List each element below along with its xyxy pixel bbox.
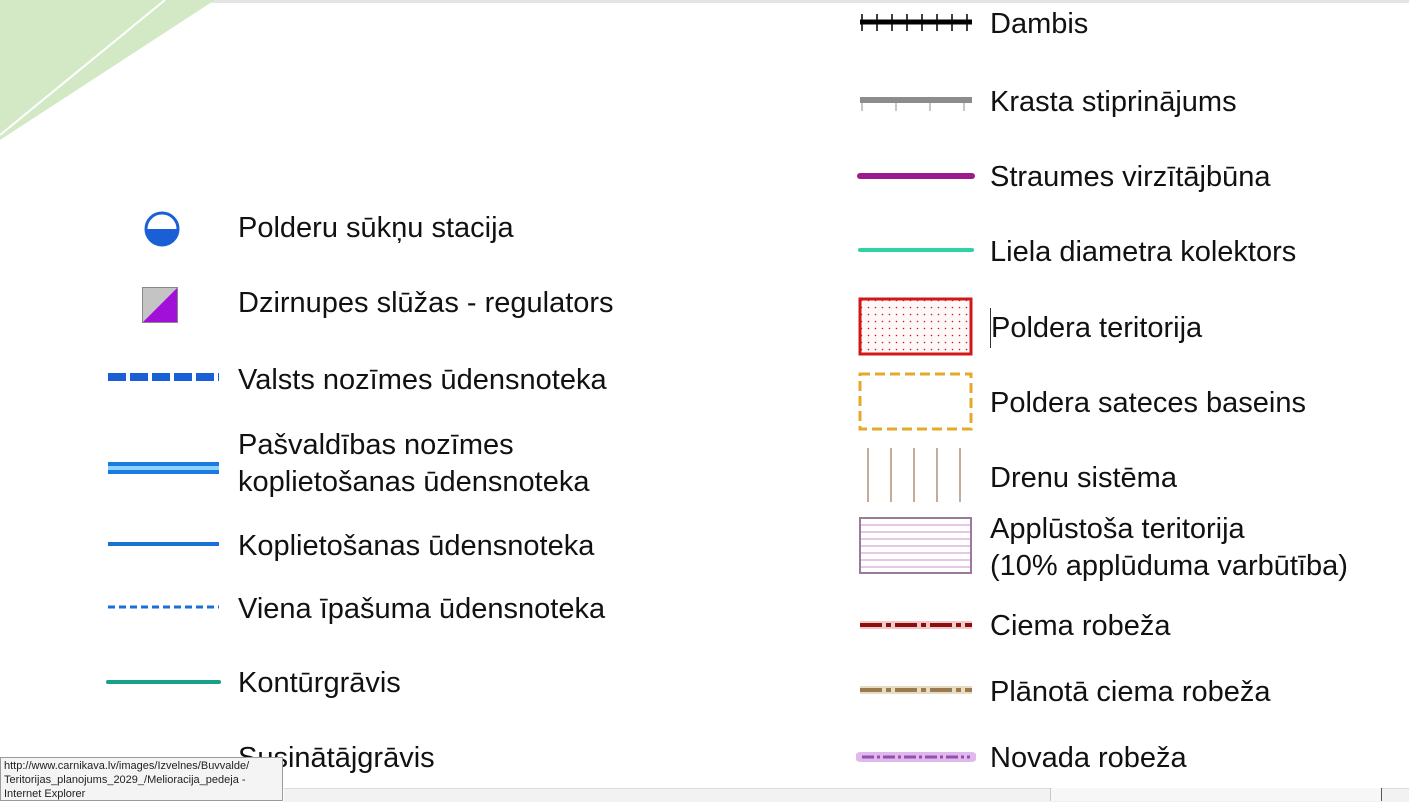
diagonal-square-icon xyxy=(142,287,178,323)
brown-dash-dot-line xyxy=(860,686,972,694)
legend-label: Pašvaldības nozīmes xyxy=(238,429,514,461)
status-url-line: Teritorijas_planojums_2029_/Melioracija_… xyxy=(4,774,246,786)
legend-label: Novada robeža xyxy=(990,742,1187,774)
legend-label: Straumes virzītājbūna xyxy=(990,161,1271,193)
thick-dashed-blue-line xyxy=(108,373,219,381)
link-status-tooltip: http://www.carnikava.lv/images/Izvelnes/… xyxy=(0,757,283,801)
teal-line xyxy=(106,680,221,684)
legend-label: Viena īpašuma ūdensnoteka xyxy=(238,593,606,625)
hatched-black-line xyxy=(860,14,972,31)
legend-label: Drenu sistēma xyxy=(990,462,1177,494)
horizontal-scrollbar[interactable] xyxy=(1050,788,1382,801)
vertical-lines xyxy=(867,448,961,502)
legend-label: Ciema robeža xyxy=(990,610,1171,642)
solid-blue-line xyxy=(108,542,219,546)
legend-label: Poldera sateces baseins xyxy=(990,387,1306,419)
legend-label: Polderu sūkņu stacija xyxy=(238,212,514,244)
purple-line xyxy=(857,173,975,179)
legend-label: Koplietošanas ūdensnoteka xyxy=(238,530,595,562)
orange-dashed-box xyxy=(858,372,973,431)
legend-label: Krasta stiprinājums xyxy=(990,86,1237,118)
striped-box xyxy=(859,517,972,574)
legend-label: Plānotā ciema robeža xyxy=(990,676,1271,708)
legend-label: Liela diametra kolektors xyxy=(990,236,1297,268)
legend-label: Dambis xyxy=(990,8,1089,40)
double-blue-line xyxy=(108,462,219,474)
legend-label: Kontūrgrāvis xyxy=(238,667,401,699)
legend-label: Valsts nozīmes ūdensnoteka xyxy=(238,364,607,396)
status-app-name: Internet Explorer xyxy=(4,788,86,800)
corner-decoration xyxy=(0,0,215,140)
legend-label-line2: (10% applūduma varbūtība) xyxy=(990,550,1348,582)
turquoise-line xyxy=(858,248,974,252)
gray-ticked-line xyxy=(860,97,972,111)
top-border xyxy=(0,0,1409,3)
red-dotted-box xyxy=(858,297,973,356)
status-url-line: http://www.carnikava.lv/images/Izvelnes/… xyxy=(4,760,250,772)
legend-label: Dzirnupes slūžas - regulators xyxy=(238,287,614,319)
legend-label-line2: koplietošanas ūdensnoteka xyxy=(238,466,590,498)
thin-dashed-blue-line xyxy=(108,605,219,609)
dark-red-dash-dot-line xyxy=(860,621,972,629)
legend-label: Applūstoša teritorija xyxy=(990,513,1245,545)
legend-label: Poldera teritorija xyxy=(991,312,1203,344)
lilac-dash-dot-line xyxy=(856,752,976,762)
half-filled-circle-icon xyxy=(144,211,180,247)
text-caret xyxy=(990,308,991,348)
